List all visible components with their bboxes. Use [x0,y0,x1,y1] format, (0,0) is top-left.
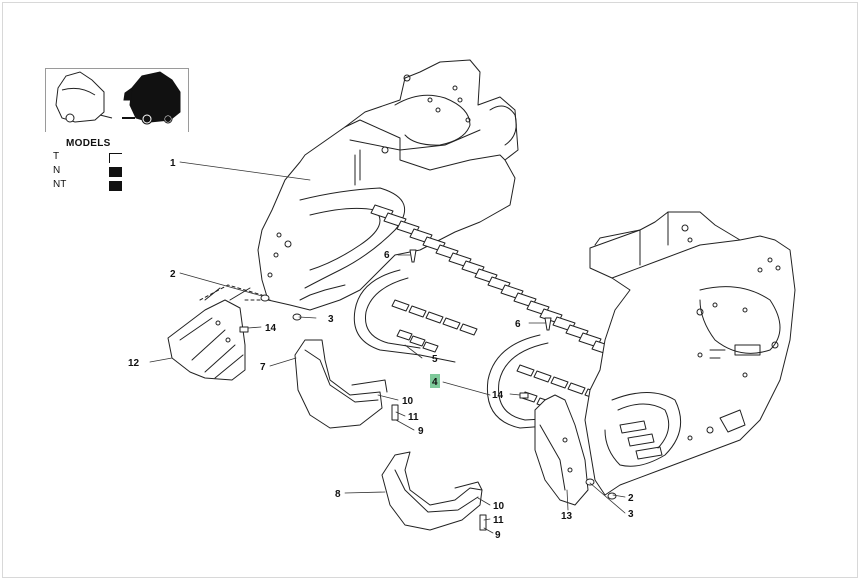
callout-6b: 6 [515,319,521,330]
models-thumbnails [55,71,181,125]
callout-14: 14 [265,323,277,334]
callout-14b: 14 [492,390,504,401]
model-flag-t [109,153,122,163]
highlight-4 [430,374,440,388]
panel-7 [294,339,388,429]
callout-4: 4 [432,377,438,388]
right-side-frame [584,211,796,496]
upper-conveyor-slats [370,204,615,356]
callout-1: 1 [170,158,176,169]
callout-2: 2 [170,269,176,280]
model-flag-n [109,167,122,177]
callout-9: 9 [418,426,424,437]
callout-13: 13 [561,511,573,522]
callout-6: 6 [384,250,390,261]
callout-9b: 9 [495,530,501,541]
callout-10b: 10 [493,501,505,512]
fasteners [239,249,617,531]
guard-12 [167,287,251,381]
callout-3b: 3 [628,509,634,520]
leader-lines [149,161,626,534]
callout-2b: 2 [628,493,634,504]
model-label-nt: NT [53,179,67,190]
model-label-n: N [53,165,61,176]
models-legend-title: MODELS [66,138,111,149]
callout-11: 11 [408,412,419,423]
left-side-frame [257,59,519,311]
callout-12: 12 [128,358,140,369]
callout-3: 3 [328,314,334,325]
callout-5: 5 [432,354,438,365]
callout-8: 8 [335,489,341,500]
model-outline-icon [55,71,113,123]
chain-loop-4 [486,334,603,429]
callout-11b: 11 [493,515,504,526]
model-filled-icon [122,71,181,125]
plate-13 [534,394,589,506]
guide-lines [199,284,271,301]
chain-loop-5 [353,269,478,363]
panel-8 [381,451,483,531]
callout-10: 10 [402,396,414,407]
callout-7: 7 [260,362,266,373]
model-label-t: T [53,151,60,162]
models-legend-box [45,68,189,132]
model-flag-nt [109,181,122,191]
